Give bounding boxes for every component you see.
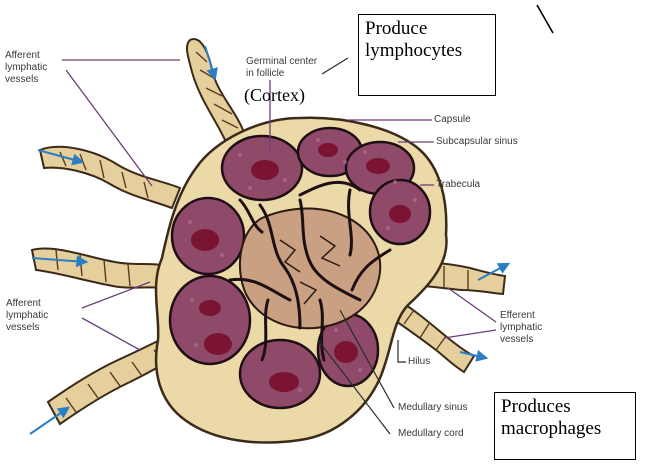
- germinal-centers: [191, 143, 411, 392]
- arrow-afferent-left-upper: [37, 149, 85, 166]
- flow-arrows: [29, 45, 511, 435]
- afferent-vessel-left-middle: [30, 247, 170, 290]
- leader-lines: [62, 59, 497, 351]
- hilus-label: Hilus: [408, 356, 431, 367]
- leader-lines-dark: [317, 57, 406, 435]
- produces-macrophages-callout: Produces macrophages: [494, 392, 636, 460]
- produce-lymphocytes-callout: Produce lymphocytes: [358, 14, 496, 96]
- afferent-vessels-label-bottom: Afferent lymphatic vessels: [6, 298, 49, 333]
- produce-lymphocytes-text: Produce lymphocytes: [365, 18, 463, 61]
- medullary-cords: [279, 235, 341, 305]
- produces-macrophages-text: Produces macrophages: [501, 396, 602, 439]
- subcapsular-sinus-label: Subcapsular sinus: [436, 136, 518, 147]
- capsule-label: Capsule: [434, 114, 471, 125]
- medulla: [239, 207, 382, 330]
- arrow-afferent-top: [204, 45, 218, 81]
- arrow-efferent-upper: [477, 262, 511, 281]
- afferent-vessel-top: [185, 38, 247, 144]
- medullary-sinus-label: Medullary sinus: [398, 402, 468, 413]
- efferent-vessels-label: Efferent lymphatic vessels: [500, 310, 543, 345]
- cortex-label: (Cortex): [244, 85, 305, 105]
- afferent-vessels-label-top: Afferent lymphatic vessels: [5, 50, 48, 85]
- arrow-afferent-left-lower: [29, 406, 70, 435]
- trabeculae: [228, 180, 392, 362]
- arrow-efferent-lower: [459, 349, 489, 362]
- trabecula-label: Trabecula: [436, 179, 481, 190]
- stray-pen-mark: [536, 4, 554, 34]
- arrow-afferent-left-middle: [31, 255, 89, 268]
- germinal-center-label: Germinal center in follicle: [246, 56, 318, 79]
- medullary-cord-label: Medullary cord: [398, 428, 464, 439]
